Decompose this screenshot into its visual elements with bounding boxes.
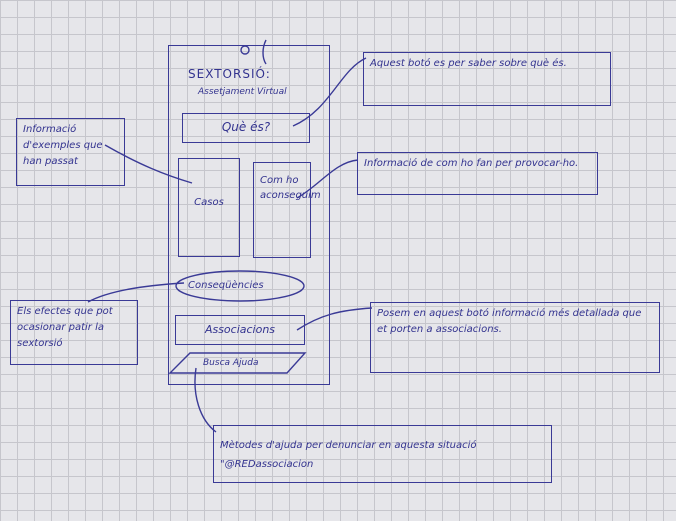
connector-que-es (292, 57, 367, 127)
busca-ajuda-outline (168, 352, 307, 374)
connector-consequencies (87, 282, 185, 303)
phone-camera-icon (240, 45, 250, 55)
com-ho-aconseguim-button[interactable]: Com ho aconseguim (253, 162, 321, 258)
note-consequencies: Els efectes que pot ocasionar patir la s… (10, 300, 138, 365)
consequencies-button[interactable]: Conseqüències (188, 280, 264, 291)
associacions-button[interactable]: Associacions (175, 315, 305, 345)
note-com-ho: Informació de com ho fan per provocar-ho… (357, 152, 598, 195)
note-casos: Informació d'exemples que han passat (16, 118, 125, 186)
app-title: SEXTORSIÓ: (188, 67, 271, 81)
note-associacions: Posem en aquest botó informació més deta… (370, 302, 660, 373)
connector-casos (104, 144, 193, 184)
connector-com-ho (296, 159, 359, 199)
app-subtitle: Assetjament Virtual (198, 87, 287, 97)
que-es-button[interactable]: Què és? (182, 113, 310, 143)
busca-ajuda-button[interactable]: Busca Ajuda (203, 358, 259, 368)
connector-associacions (296, 307, 373, 331)
connector-busca-ajuda (194, 367, 217, 433)
casos-button[interactable]: Casos (178, 158, 240, 257)
note-que-es: Aquest botó es per saber sobre què és. (363, 52, 611, 106)
consequencies-outline (175, 270, 305, 302)
note-busca-ajuda: Mètodes d'ajuda per denunciar en aquesta… (213, 425, 552, 483)
phone-frame (168, 45, 330, 385)
